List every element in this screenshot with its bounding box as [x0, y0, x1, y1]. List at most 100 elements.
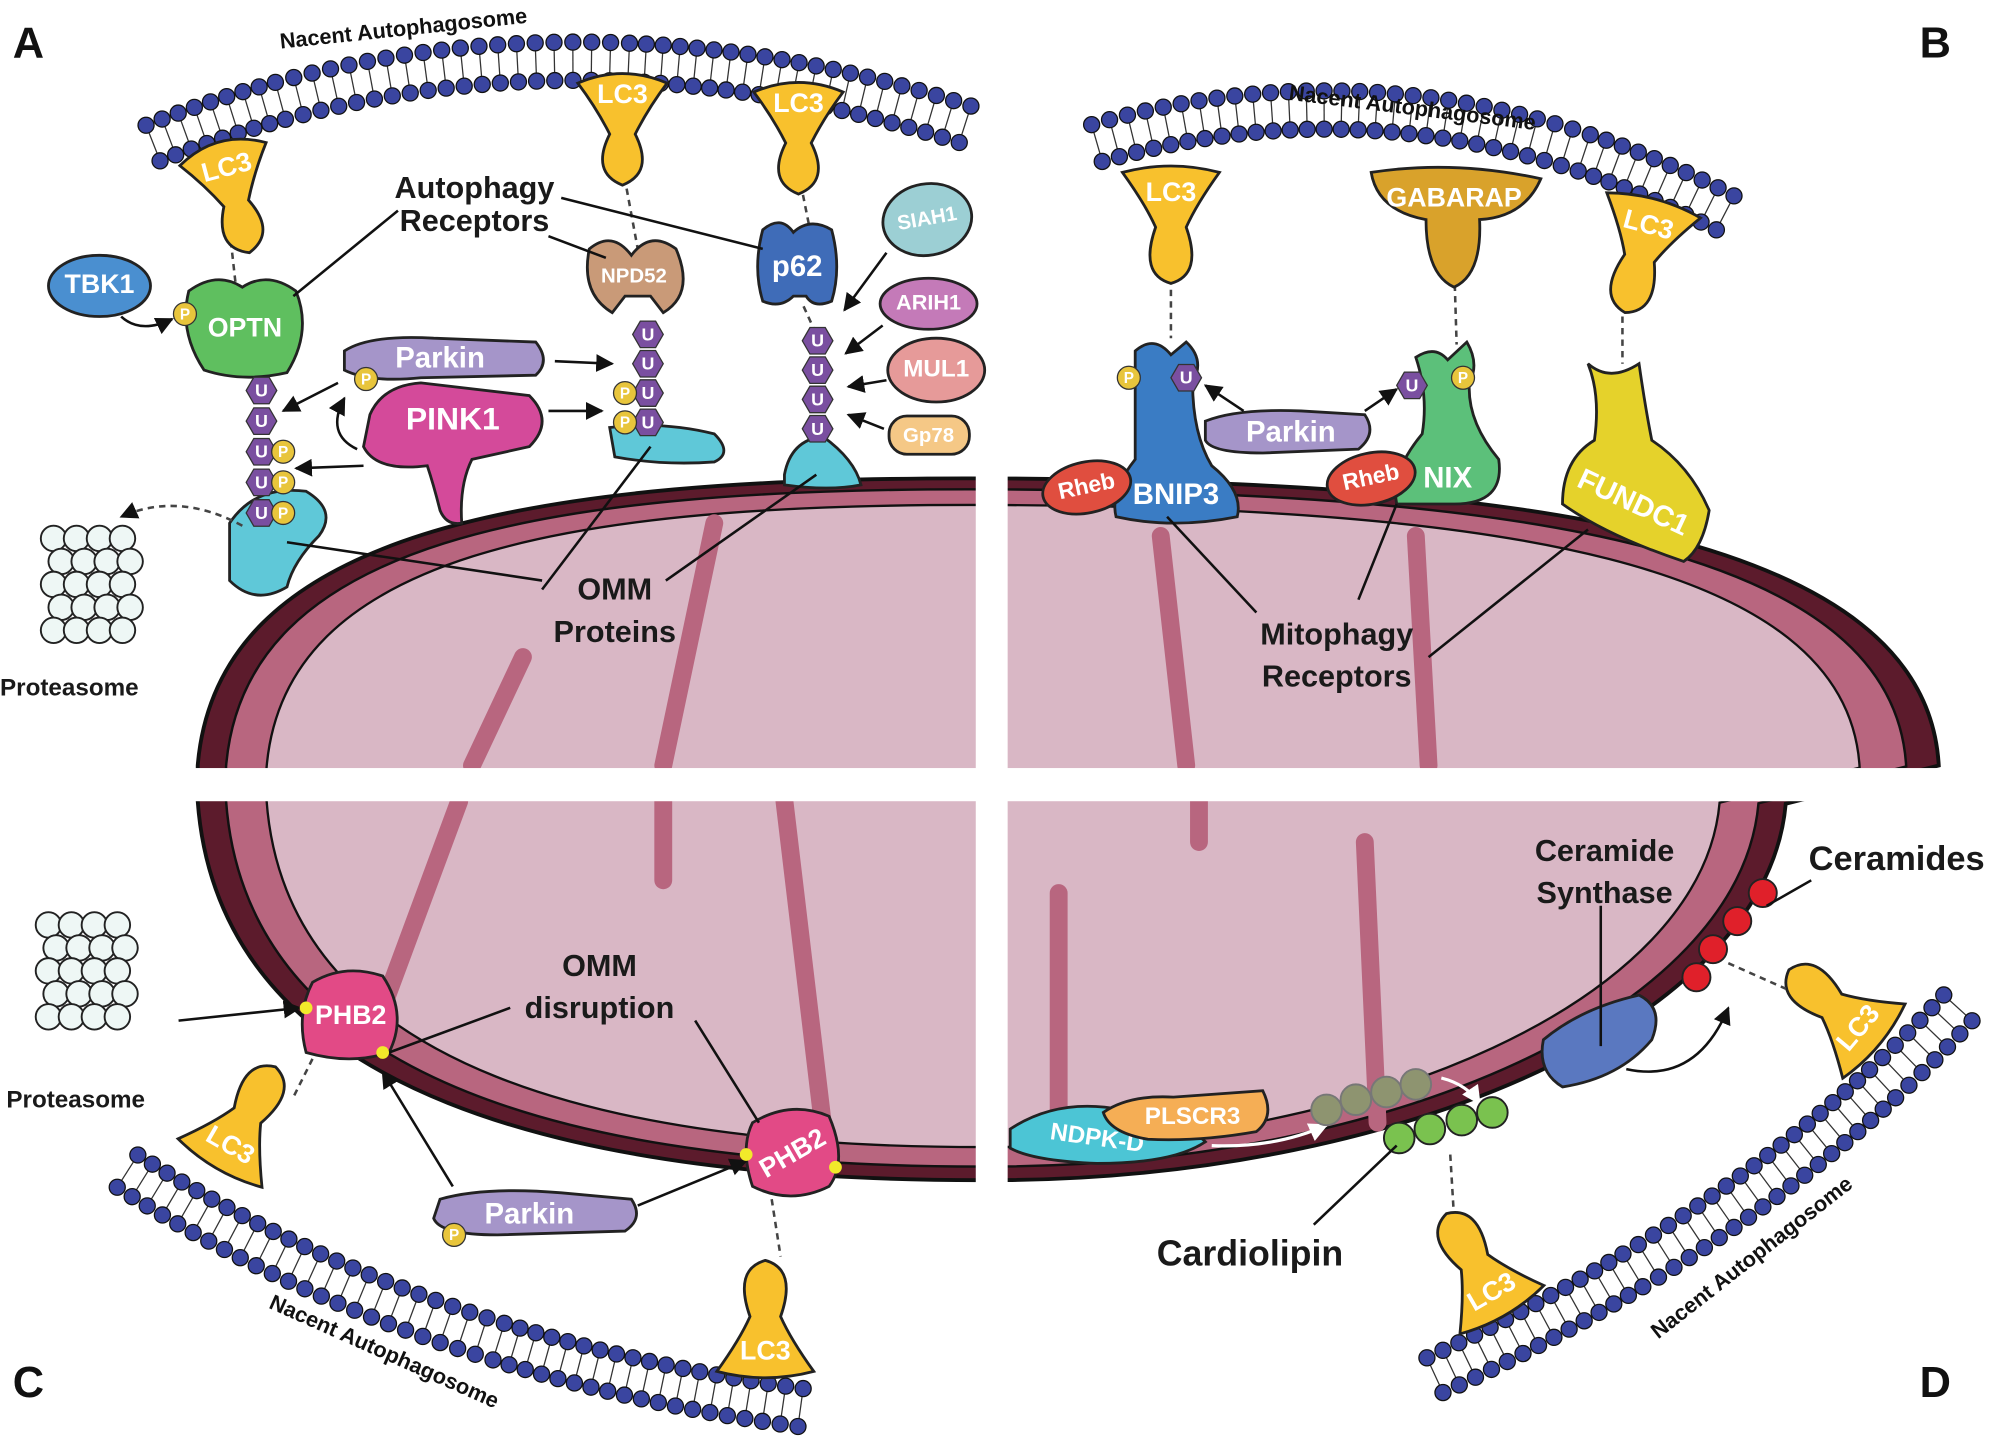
lipid-head	[1208, 89, 1226, 107]
p62-label: p62	[772, 250, 823, 283]
lipid-head	[1709, 179, 1727, 197]
lipid-head	[1527, 1294, 1545, 1313]
lipid-head	[427, 1291, 445, 1310]
lc3-protein: LC3	[751, 81, 846, 196]
lipid-head	[266, 73, 285, 92]
rheb-protein: Rheb	[1325, 450, 1417, 507]
ubiquitin-label: U	[642, 354, 655, 374]
lipid-tail	[196, 1205, 209, 1227]
lipid-head	[1873, 1048, 1892, 1067]
lipid-head	[1349, 121, 1367, 139]
lipid-head	[1725, 1218, 1743, 1237]
proteasome-subunit	[103, 957, 132, 985]
lipid-head	[1772, 1136, 1790, 1154]
lipid-tail	[356, 1281, 367, 1304]
lipid-head	[151, 152, 169, 170]
phosphate-icon: P	[271, 439, 296, 464]
parkin-protein: Parkin	[1203, 409, 1372, 455]
lipid-head	[1938, 1038, 1957, 1056]
lipid-head	[1605, 1295, 1623, 1313]
ubiquitin-icon: U	[801, 326, 834, 355]
lipid-head	[1243, 85, 1262, 103]
ubiquitin-icon: U	[245, 376, 278, 405]
ubiquitin-icon: U	[801, 385, 834, 414]
lipid-head	[1450, 1334, 1468, 1352]
lipid-head	[376, 1272, 395, 1291]
arih1-protein: ARIH1	[878, 276, 979, 331]
lipid-head	[1332, 120, 1350, 138]
lipid-tail	[313, 80, 320, 104]
lipid-head	[1546, 115, 1564, 133]
lipid-head	[824, 60, 842, 79]
lipid-head	[1689, 1197, 1707, 1215]
lipid-tail	[368, 68, 374, 92]
lipid-tail	[534, 50, 537, 74]
lipid-head	[620, 34, 639, 52]
lipid-head	[1581, 126, 1599, 144]
lipid-head	[347, 93, 366, 112]
lipid-tail	[1538, 1310, 1551, 1331]
lipid-tail	[1409, 103, 1413, 127]
lipid-tail	[1925, 1025, 1943, 1043]
lipid-head	[1297, 82, 1315, 100]
lipid-head	[345, 1301, 364, 1319]
lipid-head	[944, 91, 963, 110]
ubiquitin-icon: U	[1395, 371, 1429, 400]
lipid-head	[1127, 143, 1146, 161]
ubiquitin-label: U	[255, 472, 268, 492]
lipid-tail	[1715, 1201, 1731, 1222]
lipid-tail	[212, 108, 221, 132]
phosphate-icon: P	[1116, 365, 1141, 390]
lipid-head	[1849, 1122, 1867, 1141]
lipid-head	[330, 97, 348, 115]
lipid-head	[500, 1356, 518, 1374]
panel-b: LC3 GABARAP LC3 BNIP3 NIX FUNDC1 Rheb Rh…	[1041, 164, 1711, 693]
lipid-head	[545, 33, 563, 52]
ubiquitin-icon: U	[801, 414, 834, 443]
lc3-protein: LC3	[575, 72, 670, 187]
lipid-tail	[960, 113, 970, 136]
lipid-tail	[276, 89, 285, 113]
lipid-head	[1951, 1025, 1969, 1043]
lipid-head	[1422, 89, 1440, 107]
lipid-head	[1824, 1093, 1842, 1112]
lipid-head	[1860, 1061, 1879, 1079]
lipid-head	[849, 105, 868, 124]
lipid-tail	[295, 84, 302, 108]
lipid-tail	[1460, 110, 1466, 134]
proteasome-subunit	[57, 1003, 86, 1031]
lipid-head	[1665, 1258, 1683, 1277]
lipid-head	[733, 83, 752, 101]
ubiquitin-icon: U	[631, 349, 665, 378]
lipid-head	[1680, 1248, 1698, 1267]
lipid-tail	[1217, 105, 1222, 129]
phosphate-label: P	[278, 444, 288, 461]
lipid-head	[1493, 101, 1511, 119]
lipid-head	[1848, 1072, 1867, 1090]
lipid-tail	[1374, 100, 1378, 124]
gabarap-label: GABARAP	[1386, 182, 1521, 212]
lipid-head	[962, 97, 980, 115]
lipid-tail	[1641, 1250, 1655, 1271]
lipid-head	[1935, 986, 1953, 1004]
lipid-tail	[575, 1353, 583, 1376]
lipid-head	[1963, 1012, 1981, 1030]
lipid-head	[776, 1377, 795, 1395]
lipid-head	[491, 74, 510, 92]
lipid-head	[285, 68, 303, 87]
tbk1-label: TBK1	[65, 269, 135, 299]
lipid-tail	[260, 94, 269, 117]
lipid-head	[1162, 136, 1180, 154]
phosphate-icon: P	[271, 470, 296, 495]
lipid-tail	[423, 59, 428, 83]
lipid-head	[910, 81, 928, 100]
lipid-tail	[676, 54, 681, 78]
bnip3-protein: BNIP3	[1113, 340, 1240, 525]
lipid-head	[432, 41, 451, 59]
lipid-head	[478, 1309, 496, 1327]
lipid-tail	[1610, 152, 1621, 175]
lipid-head	[833, 101, 851, 120]
lipid-head	[526, 34, 544, 52]
